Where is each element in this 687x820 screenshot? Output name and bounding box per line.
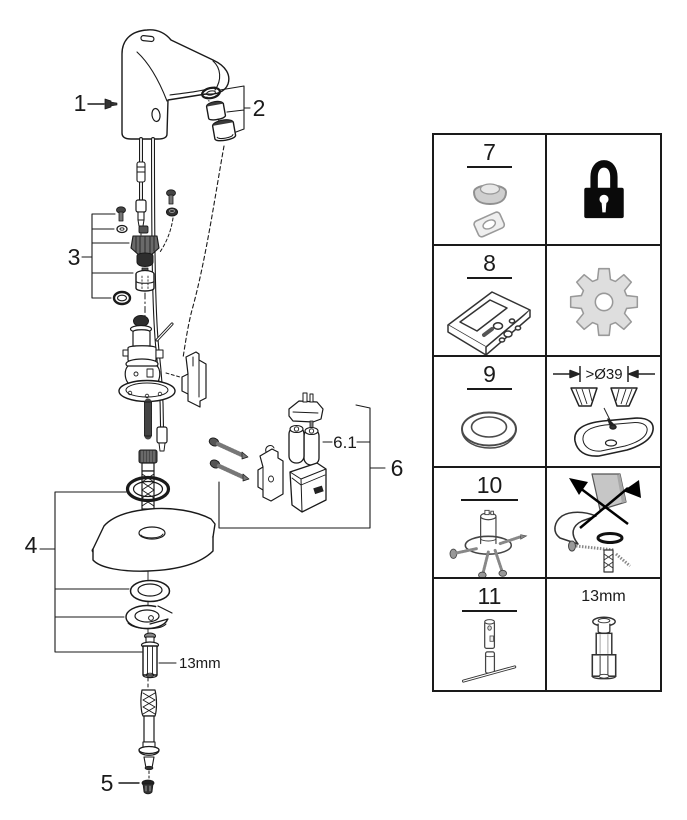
label-part-3: 3 <box>68 244 81 270</box>
part-4-bracket <box>39 491 143 653</box>
label-part-5: 5 <box>101 770 114 796</box>
sensor-window-icon <box>140 35 155 43</box>
table-cell-item-10: 10 <box>434 468 547 579</box>
part-3-cartridge <box>81 213 160 318</box>
table-cell-item-8: 8 <box>434 246 547 357</box>
fixing-screws <box>116 189 179 253</box>
escutcheon-plate <box>91 507 216 572</box>
part-1-screw <box>87 98 118 110</box>
mounting-kit-icon <box>449 510 527 577</box>
remote-control-icon <box>446 291 531 355</box>
table-cell-item-11: 11 <box>434 579 547 690</box>
item-8-number: 8 <box>467 250 512 280</box>
mounting-shaft <box>138 398 158 510</box>
retaining-clip <box>181 351 207 408</box>
part-6-power-assembly <box>208 392 386 529</box>
exploded-diagram: 1 2 3 4 5 6 6.1 13mm <box>25 29 404 796</box>
item-7-number: 7 <box>467 139 512 169</box>
battery-cap <box>288 400 324 423</box>
table-cell-item-9: 9 <box>434 357 547 468</box>
bolt-size-label: 13mm <box>581 588 626 605</box>
item-10-number: 10 <box>460 472 519 502</box>
item-9-number: 9 <box>467 361 512 391</box>
base-gasket-ring <box>125 475 171 503</box>
accessory-reference-table: 7 8 <box>432 133 662 692</box>
flexible-hose <box>138 677 160 779</box>
battery-box <box>289 462 327 513</box>
valve-body-assembly <box>118 315 181 403</box>
wall-bracket <box>257 448 284 502</box>
min-diameter-label: >Ø39 <box>585 366 622 383</box>
part-6-bracket <box>218 404 386 529</box>
table-cell-item-7: 7 <box>434 135 547 246</box>
mounting-bolt <box>140 632 177 679</box>
part-5-filter <box>118 779 155 795</box>
item-11-number: 11 <box>461 583 518 613</box>
do-not-rotate-icon <box>553 473 641 573</box>
label-part-2: 2 <box>253 95 266 121</box>
aerator-key-icon <box>472 183 507 238</box>
table-cell-item-7-symbol <box>547 135 660 246</box>
padlock-icon <box>583 160 624 219</box>
washer-icon <box>460 411 517 449</box>
label-part-6-1: 6.1 <box>333 433 357 452</box>
washer <box>129 579 171 603</box>
socket-wrench-icon <box>461 619 516 683</box>
table-cell-item-9-symbol: >Ø39 <box>547 357 660 468</box>
sink-min-diameter-icon: >Ø39 <box>552 366 655 457</box>
label-part-6: 6 <box>391 455 404 481</box>
faucet-body <box>121 29 230 140</box>
horseshoe-clamp <box>125 600 178 630</box>
table-cell-item-11-symbol: 13mm <box>547 579 660 690</box>
label-part-4: 4 <box>25 532 38 558</box>
label-part-1: 1 <box>74 90 87 116</box>
part-2-aerator <box>201 85 251 142</box>
table-cell-item-8-symbol <box>547 246 660 357</box>
label-bolt-size: 13mm <box>179 655 221 672</box>
mounting-bolt-icon <box>591 616 616 680</box>
gear-icon <box>569 267 638 337</box>
table-cell-item-10-symbol <box>547 468 660 579</box>
